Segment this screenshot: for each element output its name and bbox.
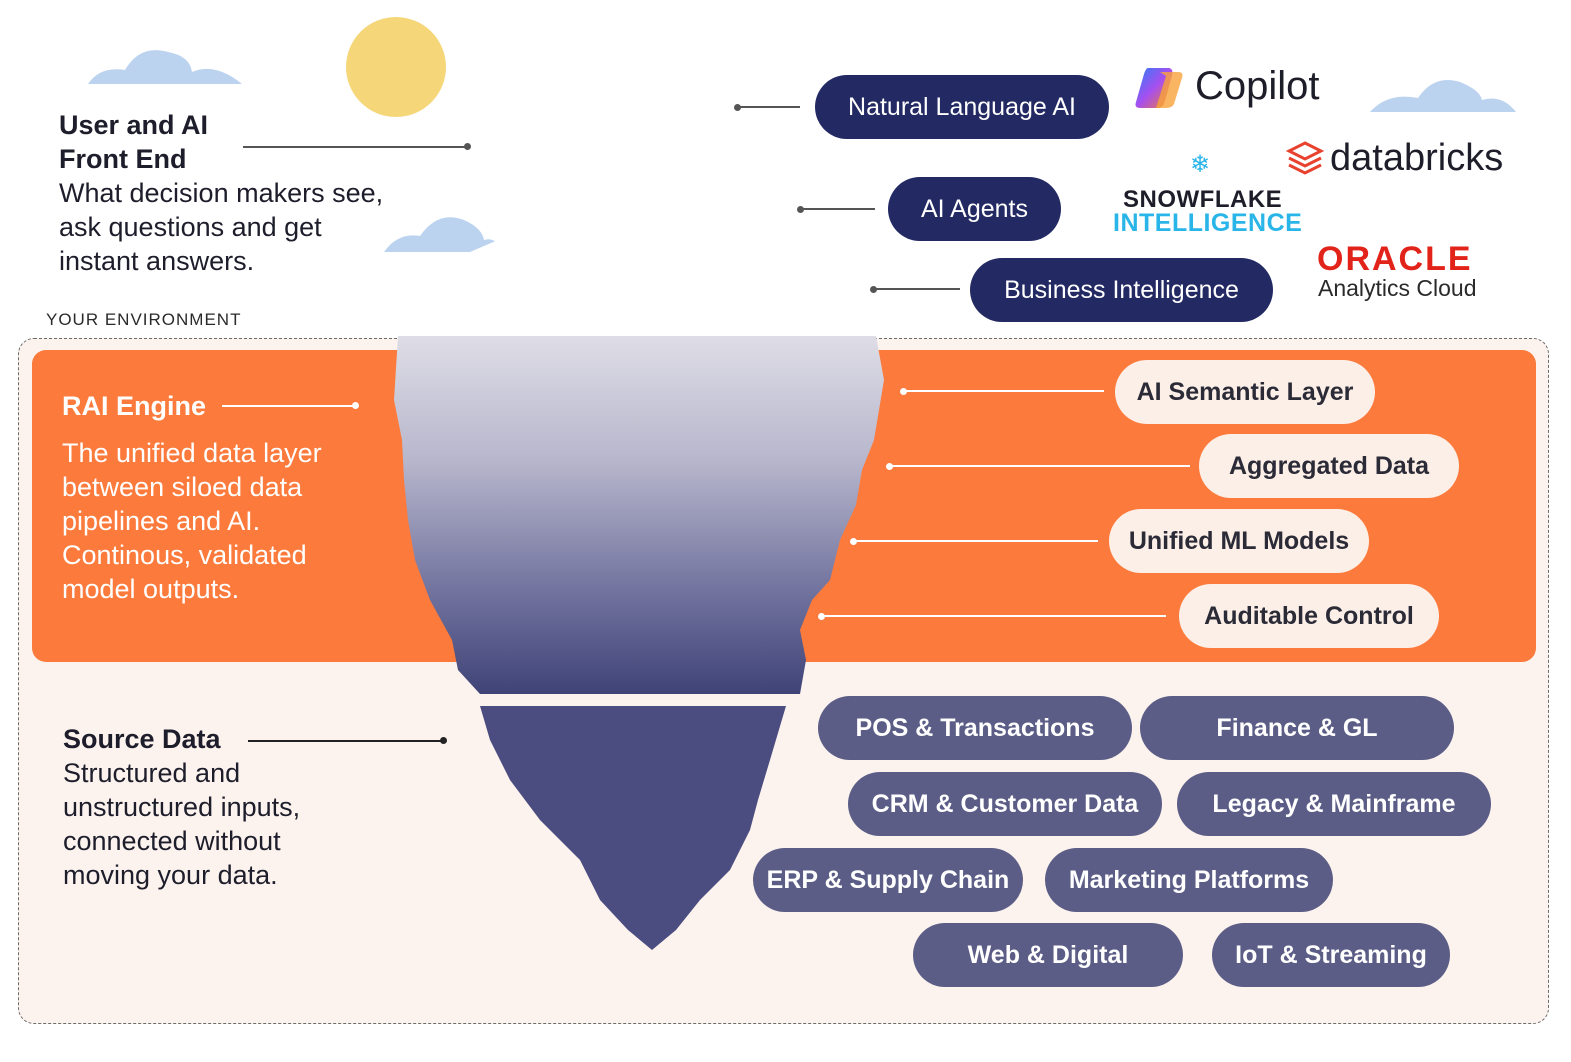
- source-data-connector: [248, 740, 444, 742]
- connector-dot: [464, 143, 471, 150]
- oracle-logo-subtitle: Analytics Cloud: [1318, 275, 1477, 301]
- natural-language-connector: [738, 106, 800, 108]
- pill-ai-agents: AI Agents: [888, 177, 1061, 241]
- connector-dot: [886, 463, 893, 470]
- connector-dot: [850, 538, 857, 545]
- rai-engine-title: RAI Engine: [62, 391, 207, 421]
- semantic-layer-connector: [904, 390, 1104, 392]
- source-data-title: Source Data: [63, 724, 221, 754]
- oracle-logo-text: ORACLE: [1317, 240, 1473, 278]
- connector-dot: [900, 388, 907, 395]
- rai-engine-description: The unified data layer between siloed da…: [62, 438, 322, 604]
- connector-dot: [440, 737, 447, 744]
- pill-auditable-control: Auditable Control: [1179, 584, 1439, 648]
- sun-icon: [346, 17, 446, 117]
- connector-dot: [818, 613, 825, 620]
- business-intelligence-connector: [874, 288, 960, 290]
- front-end-title: User and AI Front End: [59, 110, 209, 174]
- cloud-icon: [1370, 80, 1516, 112]
- front-end-description: What decision makers see, ask questions …: [59, 178, 384, 276]
- environment-label: YOUR ENVIRONMENT: [46, 310, 242, 329]
- cloud-icon: [88, 50, 242, 84]
- snowflake-logo-line1: SNOWFLAKE: [1123, 186, 1283, 213]
- connector-dot: [734, 104, 741, 111]
- ai-agents-connector: [801, 208, 875, 210]
- pill-unified-ml-models: Unified ML Models: [1109, 509, 1369, 573]
- pill-web-digital: Web & Digital: [913, 923, 1183, 987]
- cloud-icon: [384, 217, 502, 252]
- pill-natural-language-ai: Natural Language AI: [815, 75, 1109, 139]
- pill-crm-customer-data: CRM & Customer Data: [848, 772, 1162, 836]
- ml-models-connector: [854, 540, 1098, 542]
- copilot-logo-icon: [1135, 68, 1183, 108]
- pill-iot-streaming: IoT & Streaming: [1212, 923, 1450, 987]
- source-data-description: Structured and unstructured inputs, conn…: [63, 758, 301, 890]
- pill-finance-gl: Finance & GL: [1140, 696, 1454, 760]
- iceberg-body: [394, 336, 884, 694]
- connector-dot: [797, 206, 804, 213]
- iceberg-base: [480, 706, 786, 950]
- pill-erp-supply-chain: ERP & Supply Chain: [753, 848, 1023, 912]
- connector-dot: [870, 286, 877, 293]
- databricks-logo-icon: [1286, 141, 1324, 175]
- connector-dot: [352, 402, 359, 409]
- snowflake-icon: ❄: [1190, 151, 1211, 178]
- databricks-logo-text: databricks: [1330, 137, 1504, 179]
- sky-decorations: [88, 17, 1516, 252]
- front-end-connector: [243, 146, 467, 148]
- copilot-logo-text: Copilot: [1195, 64, 1320, 108]
- pill-pos-transactions: POS & Transactions: [818, 696, 1132, 760]
- aggregated-data-connector: [890, 465, 1190, 467]
- pill-ai-semantic-layer: AI Semantic Layer: [1115, 360, 1375, 424]
- snowflake-logo-line2: INTELLIGENCE: [1113, 209, 1303, 237]
- pill-legacy-mainframe: Legacy & Mainframe: [1177, 772, 1491, 836]
- pill-aggregated-data: Aggregated Data: [1199, 434, 1459, 498]
- auditable-control-connector: [822, 615, 1166, 617]
- pill-marketing-platforms: Marketing Platforms: [1045, 848, 1333, 912]
- iceberg-tip: [410, 68, 862, 325]
- pill-business-intelligence: Business Intelligence: [970, 258, 1273, 322]
- rai-engine-connector: [222, 405, 356, 407]
